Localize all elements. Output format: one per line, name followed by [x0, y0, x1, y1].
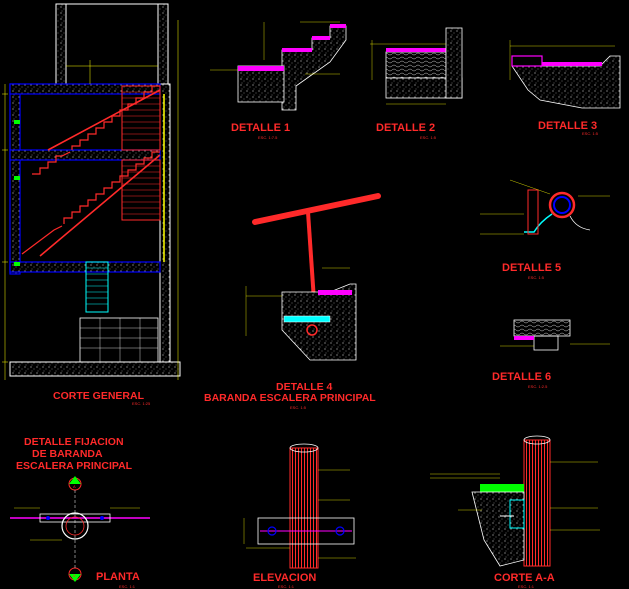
stair-flights	[21, 85, 161, 257]
base-plate-elevation	[257, 517, 355, 545]
detalle-5: DETALLE 5 ESC. 1:5	[480, 179, 610, 280]
annotation-dots	[14, 120, 20, 266]
detalle-4-title: DETALLE 4	[276, 381, 333, 393]
wood-tread	[385, 51, 447, 79]
fijacion-title-line2: DE BARANDA	[32, 448, 103, 460]
handrail-bar	[252, 193, 381, 225]
wall-upper-left	[55, 3, 67, 87]
wall-block	[445, 27, 463, 99]
corte-general-title: CORTE GENERAL	[53, 390, 145, 402]
corte-aa-title: CORTE A-A	[494, 572, 555, 584]
detalle-6-title: DETALLE 6	[492, 371, 551, 383]
detalle-3-title: DETALLE 3	[538, 120, 597, 132]
wall-right	[159, 83, 171, 365]
detalle-2: DETALLE 2 ESC. 1:5	[370, 27, 463, 140]
section-marker-top-label: A	[73, 484, 76, 489]
detalle-5-scale: ESC. 1:5	[528, 275, 545, 280]
base-plate-plan	[39, 513, 111, 523]
dimension-lines	[2, 20, 179, 380]
planta-scale: ESC. 1:1	[119, 584, 136, 589]
slab-section	[471, 491, 525, 567]
detalle-4-subtitle: BARANDA ESCALERA PRINCIPAL	[204, 392, 376, 404]
detalle-4-scale: ESC. 1:5	[290, 405, 307, 410]
detalle-3: DETALLE 3 ESC. 1:5	[509, 40, 621, 136]
slab-level-1	[9, 261, 161, 273]
detalle-1: DETALLE 1 ESC. 1:7.5	[210, 21, 347, 140]
landing-concrete	[511, 55, 621, 109]
elevacion: ELEVACION ESC. 1:1	[243, 443, 356, 589]
detalle-1-scale: ESC. 1:7.5	[258, 135, 278, 140]
detalle-4: DETALLE 4 BARANDA ESCALERA PRINCIPAL ESC…	[204, 193, 381, 410]
section-marker-top-arrow	[69, 476, 81, 484]
corte-a-a: CORTE A-A ESC. 1:1	[430, 435, 600, 589]
corte-general-scale: ESC. 1:25	[132, 401, 151, 406]
elevacion-title: ELEVACION	[253, 572, 316, 584]
corte-general-section: CORTE GENERAL ESC. 1:25	[2, 3, 181, 406]
floor-finish-green	[480, 484, 524, 492]
floor-base	[237, 65, 285, 103]
corte-aa-scale: ESC. 1:1	[518, 584, 535, 589]
wood-piece	[513, 319, 571, 337]
stair-cyan-block	[85, 261, 109, 313]
detalle-3-scale: ESC. 1:5	[582, 131, 599, 136]
pipe-section	[523, 439, 551, 567]
pipe-elevation	[289, 447, 319, 569]
basement-grid	[79, 317, 159, 363]
ground-slab	[9, 361, 181, 377]
slab-level-2	[9, 149, 161, 161]
fijacion-title-line1: DETALLE FIJACION	[24, 436, 124, 448]
section-marker-bottom-arrow	[69, 574, 81, 582]
fijacion-planta: DETALLE FIJACION DE BARANDA ESCALERA PRI…	[10, 436, 150, 589]
detalle-2-scale: ESC. 1:5	[420, 135, 437, 140]
section-marker-bottom-label: A	[73, 573, 76, 578]
fijacion-title-line3: ESCALERA PRINCIPAL	[16, 460, 133, 472]
detalle-2-title: DETALLE 2	[376, 122, 435, 134]
elevacion-scale: ESC. 1:1	[278, 584, 295, 589]
detalle-6: DETALLE 6 ESC. 1:2.5	[492, 319, 610, 389]
handrail-pipe	[548, 191, 576, 219]
pipe-plan	[61, 512, 89, 540]
planta-title: PLANTA	[96, 571, 140, 583]
detalle-1-title: DETALLE 1	[231, 122, 290, 134]
floor-finish	[238, 66, 284, 71]
detalle-5-title: DETALLE 5	[502, 262, 561, 274]
wall-upper-right	[157, 3, 169, 85]
stair-red-block-upper	[121, 85, 161, 151]
detalle-6-scale: ESC. 1:2.5	[528, 384, 548, 389]
